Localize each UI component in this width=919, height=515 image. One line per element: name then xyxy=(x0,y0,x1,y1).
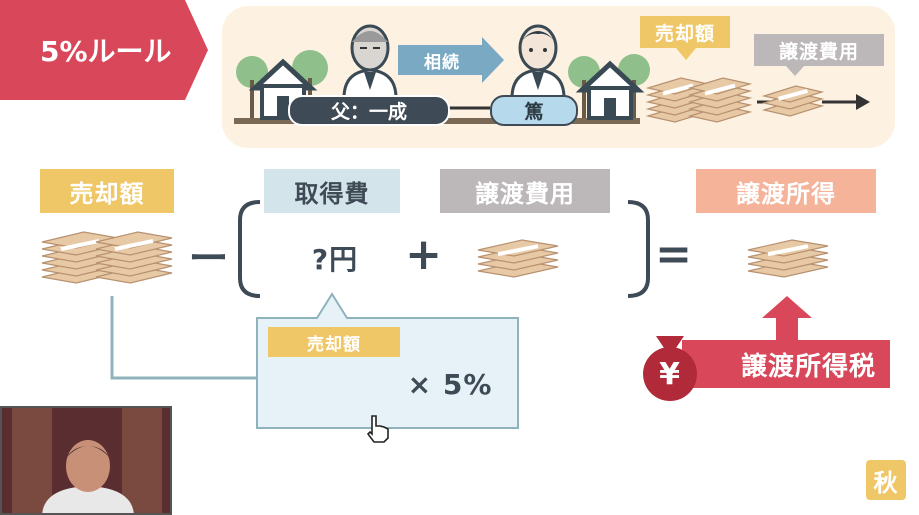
equals-sign: = xyxy=(655,228,693,280)
presenter-video xyxy=(0,406,172,515)
sale-amount-label: 売却額 xyxy=(40,169,174,213)
yen-symbol: ¥ xyxy=(659,356,681,392)
story-sale-pointer xyxy=(676,48,696,60)
transfer-income-label: 譲渡所得 xyxy=(696,169,876,213)
son-name-text: 篤 xyxy=(524,101,544,123)
transfer-cost-label: 譲渡費用 xyxy=(440,169,610,213)
callout-multiplier: × 5% xyxy=(407,367,493,401)
tax-label-banner: 譲渡所得税 xyxy=(682,340,890,388)
minus-sign: ー xyxy=(188,236,230,282)
father-name-badge: 父：一成 xyxy=(288,95,450,126)
unknown-value: ?円 xyxy=(311,243,359,276)
money-stack-income xyxy=(747,239,829,278)
money-bag-icon xyxy=(643,336,697,401)
father-icon xyxy=(342,24,398,100)
money-stack-sale-2 xyxy=(95,231,173,284)
callout-sale-label: 売却額 xyxy=(268,327,400,357)
son-icon xyxy=(510,24,566,100)
tax-label: 譲渡所得税 xyxy=(740,351,876,382)
plus-sign: + xyxy=(405,228,443,280)
son-name-badge: 篤 xyxy=(490,95,578,126)
story-transfer-cost-pointer xyxy=(786,66,804,76)
right-bracket xyxy=(627,200,650,298)
inherit-label: 相続 xyxy=(424,52,460,73)
money-stack-sale-1 xyxy=(41,231,119,284)
inherit-arrow-icon xyxy=(398,37,504,83)
corner-badge: 秋 xyxy=(866,460,906,500)
story-sale-label: 売却額 xyxy=(640,16,730,48)
hand-cursor-icon xyxy=(366,415,389,443)
acquisition-cost-label: 取得費 xyxy=(264,169,400,213)
presenter-figure xyxy=(2,408,170,513)
father-name-text: 父：一成 xyxy=(330,101,407,123)
story-transfer-cost-label: 譲渡費用 xyxy=(754,34,884,66)
callout-box xyxy=(256,292,519,429)
money-stack-transfer-cost xyxy=(477,239,559,278)
page-title: 5%ルール xyxy=(40,35,172,68)
title-ribbon: 5%ルール xyxy=(0,0,208,100)
up-arrow-icon xyxy=(762,296,812,340)
left-bracket xyxy=(238,200,261,298)
